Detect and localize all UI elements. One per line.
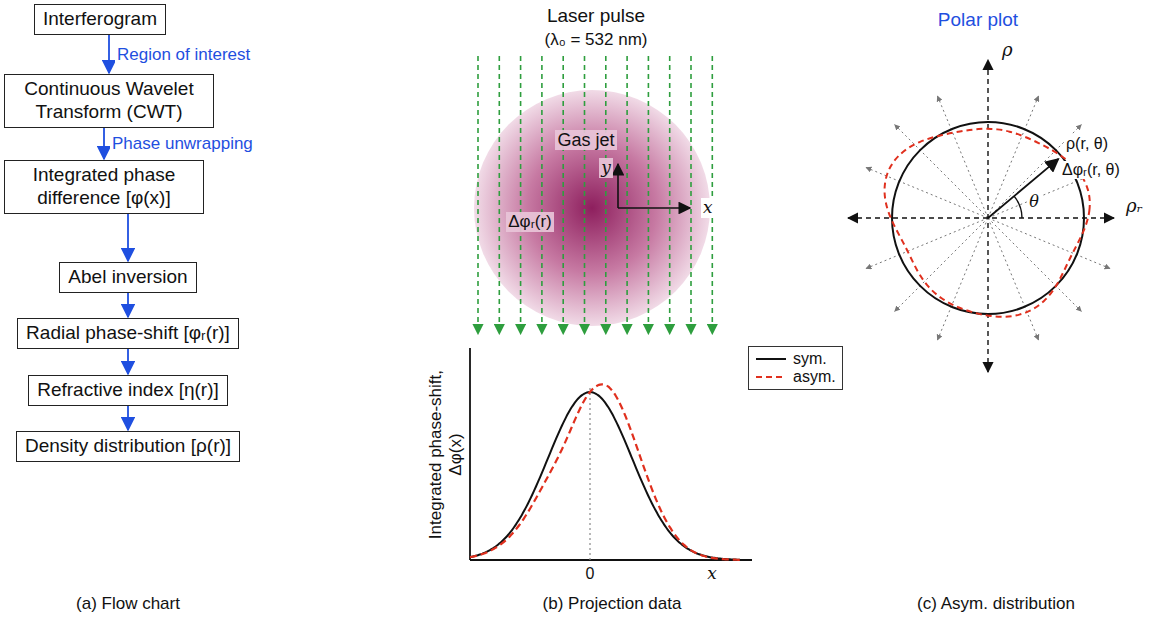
plot-y-axis xyxy=(469,348,471,560)
axis-label: ρ xyxy=(1000,40,1015,61)
vector-label: ρ(r, θ) xyxy=(1064,135,1110,153)
legend-row: asym. xyxy=(755,368,836,386)
box-label: Continuous Wavelet Transform (CWT) xyxy=(13,78,205,124)
y-axis-title: Integrated phase-shift, Δφ(x) xyxy=(426,370,465,540)
angle-label: θ xyxy=(1027,193,1041,211)
legend-line-sample xyxy=(755,371,787,383)
laser-ray xyxy=(669,56,671,334)
process-box: Continuous Wavelet Transform (CWT) xyxy=(4,74,214,128)
box-label: Density distribution [ρ(r)] xyxy=(25,435,231,458)
axis-label: ρᵣ xyxy=(1124,196,1145,217)
box-label: Abel inversion xyxy=(68,266,187,289)
laser-ray xyxy=(477,56,479,334)
x-axis-arrow xyxy=(618,207,690,209)
asymmetric-contour xyxy=(885,129,1090,317)
axis-label: y xyxy=(599,158,613,178)
zero-line xyxy=(589,388,590,560)
panel-caption: (c) Asym. distribution xyxy=(917,594,1075,614)
legend-line xyxy=(756,376,786,378)
axis-label: x xyxy=(707,564,717,584)
flow-arrow xyxy=(108,35,110,73)
flow-arrow xyxy=(103,128,105,159)
box-label: Interferogram xyxy=(43,8,157,31)
flow-arrow xyxy=(127,349,129,374)
process-box: Abel inversion xyxy=(59,262,196,293)
legend-text: sym. xyxy=(793,350,827,368)
process-box: Density distribution [ρ(r)] xyxy=(16,431,240,462)
plot-title: Polar plot xyxy=(938,9,1018,31)
legend-line-sample xyxy=(755,353,787,365)
tick-label: 0 xyxy=(586,565,595,583)
flow-arrow xyxy=(127,214,129,261)
flow-arrow xyxy=(127,406,129,430)
process-box: Interferogram xyxy=(34,4,166,35)
wavelength: (λ₀ = 532 nm) xyxy=(545,30,648,50)
polar-spoke xyxy=(937,218,988,340)
symmetric-circle xyxy=(892,122,1084,314)
plot-x-axis xyxy=(470,559,752,561)
edge-label: Region of interest xyxy=(115,45,252,65)
polar-horizontal-axis xyxy=(848,217,1114,218)
process-box: Radial phase-shift [φᵣ(r)] xyxy=(17,318,239,349)
box-label: Integrated phase difference [φ(x)] xyxy=(13,164,195,210)
laser-ray xyxy=(562,56,564,334)
laser-ray xyxy=(498,56,500,334)
laser-ray xyxy=(520,56,522,334)
laser-ray xyxy=(584,56,586,334)
angle-arc xyxy=(1014,196,1022,218)
polar-spoke xyxy=(988,218,1110,269)
legend-row: sym. xyxy=(755,350,836,368)
edge-label: Phase unwrapping xyxy=(110,134,255,154)
legend-text: asym. xyxy=(793,368,836,386)
radial-phase-label: Δφᵣ(r) xyxy=(506,212,553,232)
process-box: Integrated phase difference [φ(x)] xyxy=(4,160,204,214)
radius-vector xyxy=(988,159,1058,218)
laser-ray xyxy=(626,56,628,334)
laser-ray xyxy=(711,56,713,334)
box-label: Refractive index [η(r)] xyxy=(37,379,219,402)
legend-line xyxy=(756,358,786,360)
gas-jet xyxy=(474,90,710,326)
axis-label: x xyxy=(701,198,715,218)
process-box: Refractive index [η(r)] xyxy=(28,375,228,406)
panel-caption: (b) Projection data xyxy=(543,594,682,614)
panel-caption: (a) Flow chart xyxy=(76,594,180,614)
box-label: Radial phase-shift [φᵣ(r)] xyxy=(26,322,230,345)
y-axis-arrow xyxy=(617,164,619,208)
laser-ray xyxy=(541,56,543,334)
polar-vertical-axis xyxy=(987,60,988,372)
beam-title: Laser pulse xyxy=(547,5,645,27)
flow-arrow xyxy=(127,293,129,317)
asymmetric-curve xyxy=(470,384,740,559)
laser-ray xyxy=(648,56,650,334)
polar-spoke xyxy=(895,125,988,218)
plot-legend: sym.asym. xyxy=(748,346,843,390)
vector-label: Δφᵣ(r, θ) xyxy=(1060,161,1122,179)
laser-ray xyxy=(605,56,607,334)
laser-ray xyxy=(690,56,692,334)
gas-jet-label: Gas jet xyxy=(555,130,616,151)
